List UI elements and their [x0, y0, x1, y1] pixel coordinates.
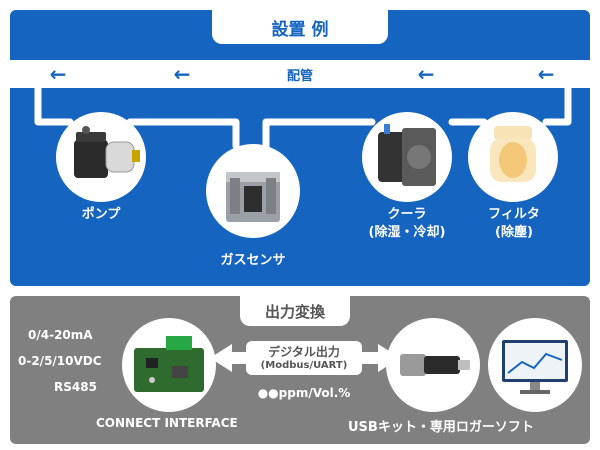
filter-icon: [490, 126, 536, 182]
piping-band: [10, 60, 590, 88]
piping-lines: [34, 82, 572, 150]
filter-image: [468, 112, 558, 202]
interface-board-image: [122, 318, 216, 412]
output-title: 出力変換: [240, 296, 350, 326]
pump-image: [56, 112, 146, 202]
logger-software-image: [488, 318, 582, 412]
cooler-icon: [378, 124, 436, 186]
monitor-icon: [502, 340, 568, 394]
filter-label-line1: フィルタ: [488, 207, 540, 222]
arrow-left-icon: ←: [417, 62, 435, 86]
circuit-board-icon: [134, 336, 204, 392]
cooler-image: [362, 112, 452, 202]
gas-sensor-icon: [226, 172, 280, 222]
pump-icon: [74, 126, 140, 178]
unit-label: ●●ppm/Vol.%: [257, 386, 351, 400]
digital-output-label: デジタル出力: [268, 345, 340, 359]
protocol-label: (Modbus/UART): [260, 360, 348, 371]
arrow-left-icon: ←: [537, 62, 555, 86]
cooler-label: クーラ (除湿・冷却): [346, 206, 468, 242]
cooler-label-line1: クーラ: [387, 207, 427, 222]
output-spec-rs485: RS485: [54, 380, 97, 394]
filter-label-line2: (除塵): [495, 225, 533, 240]
interface-label: CONNECT INTERFACE: [96, 416, 238, 430]
pump-label: ポンプ: [81, 207, 121, 222]
cooler-label-line2: (除湿・冷却): [368, 225, 446, 240]
usb-converter-icon: [400, 354, 470, 376]
usb-kit-label: USBキット・専用ロガーソフト: [348, 420, 534, 435]
gas-sensor-image: [206, 144, 300, 238]
output-spec-voltage: 0-2/5/10VDC: [18, 354, 102, 368]
piping-label: 配管: [286, 68, 313, 84]
gas-sensor-label: ガスセンサ: [220, 253, 286, 268]
arrow-left-icon: ←: [173, 62, 191, 86]
usb-converter-image: [386, 318, 480, 412]
output-spec-current: 0/4-20mA: [28, 328, 93, 342]
setup-title: 設置 例: [212, 10, 388, 44]
arrow-left-icon: ←: [49, 62, 67, 86]
filter-label: フィルタ (除塵): [464, 206, 564, 242]
digital-output-box: デジタル出力 (Modbus/UART): [246, 341, 362, 375]
